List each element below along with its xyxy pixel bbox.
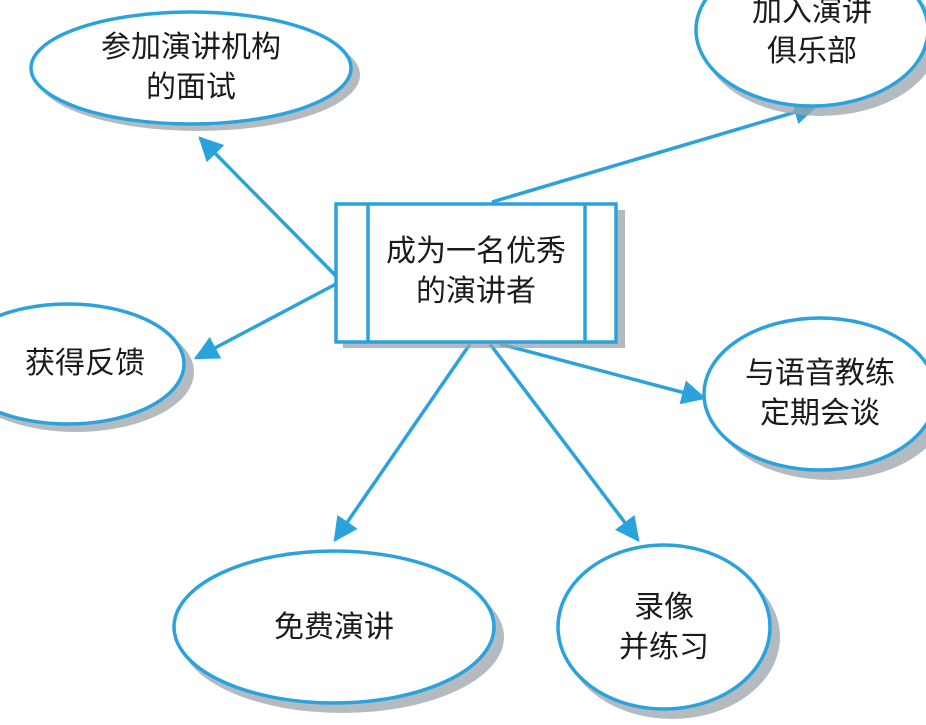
arrow-to-feedback [193,282,337,360]
club-label-line1: 加入演讲 [752,0,872,29]
arrow-to-record [488,342,640,542]
coach-label-line2: 定期会谈 [760,396,880,431]
node-club [694,0,926,108]
arrow-to-club [491,100,819,204]
audition-label: 参加演讲机构 的面试 [31,28,351,108]
feedback-label-line1: 获得反馈 [25,346,145,381]
node-free-talk [172,549,496,705]
audition-label-line2: 的面试 [146,70,236,105]
center-label-line1: 成为一名优秀 [386,234,566,269]
arrow-to-free-talk [333,343,472,543]
audition-label-line1: 参加演讲机构 [101,30,281,65]
free-talk-label-line1: 免费演讲 [274,610,394,645]
free-talk-label: 免费演讲 [174,608,494,648]
record-label-line2: 并练习 [619,630,709,665]
node-coach [702,316,926,472]
record-label: 录像 并练习 [568,588,760,668]
center-label-line2: 的演讲者 [416,274,536,309]
center-box [334,202,618,344]
node-record [556,543,772,711]
node-audition [29,10,353,126]
record-label-line1: 录像 [634,590,694,625]
arrow-to-audition [198,136,338,278]
feedback-label: 获得反馈 [0,344,170,384]
coach-label-line1: 与语音教练 [745,356,895,391]
club-label: 加入演讲 俱乐部 [714,0,910,72]
arrow-to-coach [499,342,707,405]
center-label: 成为一名优秀 的演讲者 [336,232,616,312]
club-label-line2: 俱乐部 [767,34,857,69]
coach-label: 与语音教练 定期会谈 [716,354,924,434]
connectors [193,100,819,543]
node-feedback [0,302,186,426]
